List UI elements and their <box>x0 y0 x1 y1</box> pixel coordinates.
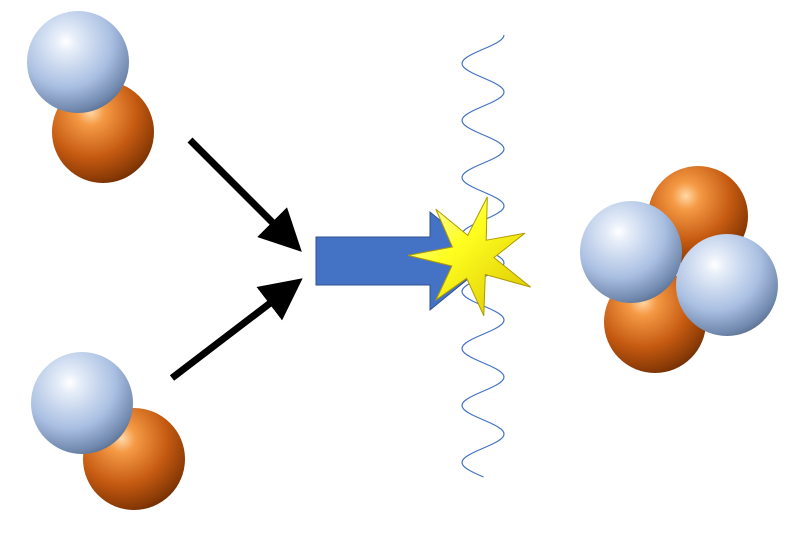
star-burst-icon <box>407 196 532 317</box>
arrow-icon <box>187 137 302 252</box>
molecule-product <box>580 166 778 373</box>
sphere-icon <box>580 201 682 303</box>
sphere-icon <box>31 352 133 454</box>
arrow-icon <box>169 278 303 381</box>
molecule-bottom-left <box>31 352 185 510</box>
sphere-icon <box>676 234 778 336</box>
wave-icon <box>461 34 505 478</box>
sphere-icon <box>27 11 129 113</box>
molecule-top-left <box>27 11 154 183</box>
